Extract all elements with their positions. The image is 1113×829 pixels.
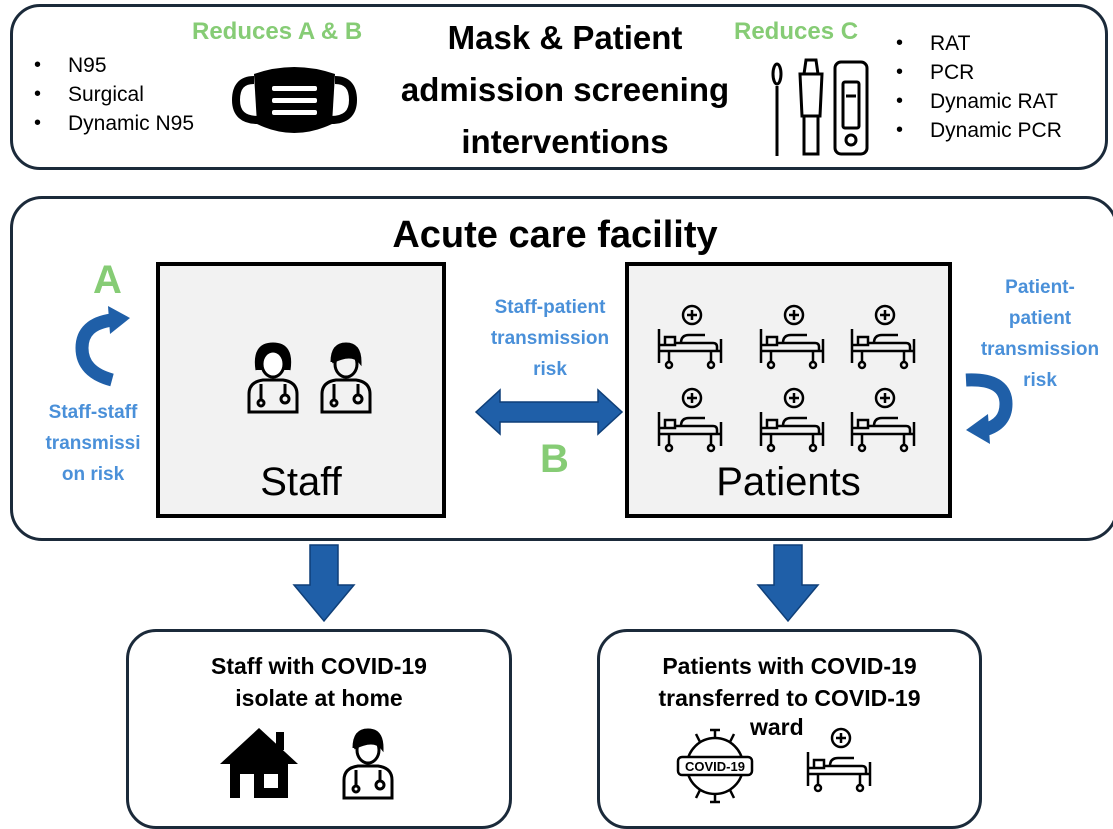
mask-type-item: Surgical <box>30 80 194 109</box>
interventions-title-line2: admission screening <box>400 71 730 108</box>
staff-staff-risk-label: Staff-staff transmissi on risk <box>28 397 158 490</box>
patients-outcome-line: Patients with COVID-19 <box>662 653 917 679</box>
staff-staff-risk-line: Staff-staff <box>48 402 138 423</box>
mask-type-list: N95 Surgical Dynamic N95 <box>30 51 194 138</box>
staff-label: Staff <box>260 460 342 504</box>
male-doctor-icon <box>320 342 372 414</box>
staff-outcome-line: Staff with COVID-19 <box>211 653 427 679</box>
patients-outcome-line: transferred to COVID-19 <box>658 685 921 711</box>
staff-down-arrow <box>292 544 356 623</box>
screening-type-item: Dynamic PCR <box>892 116 1062 145</box>
hospital-bed-icon <box>657 387 723 453</box>
patient-patient-risk-line: patient <box>1008 308 1072 329</box>
doctor-icon <box>342 728 394 800</box>
hospital-bed-icon <box>850 304 916 370</box>
patients-outcome-text: Patients with COVID-19 transferred to CO… <box>597 650 982 714</box>
facility-panel <box>10 196 1113 541</box>
label-b: B <box>540 437 569 481</box>
staff-staff-risk-line: on risk <box>61 464 125 485</box>
hospital-bed-icon <box>850 387 916 453</box>
staff-patient-risk-label: Staff-patient transmission risk <box>465 292 635 385</box>
patient-patient-risk-line: Patient- <box>1005 277 1075 298</box>
interventions-panel <box>10 4 1108 170</box>
screening-type-item: PCR <box>892 58 1062 87</box>
interventions-title: Mask & Patient admission screening inter… <box>355 12 775 168</box>
staff-staff-risk-line: transmissi <box>45 433 141 454</box>
screening-type-item: RAT <box>892 29 1062 58</box>
covid-virus-icon: COVID-19 <box>676 728 754 804</box>
patients-down-arrow <box>756 544 820 623</box>
staff-staff-loop-arrow <box>75 306 130 387</box>
interventions-title-line1: Mask & Patient <box>447 19 683 56</box>
patient-patient-risk-label: Patient- patient transmission risk <box>965 272 1113 396</box>
mask-reduces-heading: Reduces A & B <box>192 18 363 45</box>
mask-type-item: Dynamic N95 <box>30 109 194 138</box>
patients-outcome-line-ward: ward <box>750 714 804 740</box>
screening-type-item: Dynamic RAT <box>892 87 1062 116</box>
patient-patient-risk-line: risk <box>1023 370 1057 391</box>
screening-type-list: RAT PCR Dynamic RAT Dynamic PCR <box>892 29 1062 145</box>
covid-virus-label: COVID-19 <box>685 759 745 774</box>
hospital-bed-icon <box>759 304 825 370</box>
mask-type-item: N95 <box>30 51 194 80</box>
house-icon <box>220 728 298 798</box>
staff-box <box>156 262 446 518</box>
interventions-title-line3: interventions <box>461 123 669 160</box>
patients-label: Patients <box>716 460 861 504</box>
hospital-bed-icon <box>759 387 825 453</box>
staff-patient-double-arrow <box>474 388 624 436</box>
hospital-bed-icon <box>657 304 723 370</box>
facility-title: Acute care facility <box>392 214 718 256</box>
patient-patient-loop-arrow <box>965 373 1013 444</box>
staff-patient-risk-line: Staff-patient <box>494 297 606 318</box>
face-mask-icon <box>231 67 358 133</box>
rapid-test-icon <box>771 58 869 156</box>
female-doctor-icon <box>247 342 299 414</box>
staff-outcome-line: isolate at home <box>235 685 403 711</box>
hospital-bed-icon <box>806 727 872 793</box>
screen-reduces-heading: Reduces C <box>734 18 859 45</box>
staff-patient-risk-line: transmission <box>490 328 610 349</box>
staff-patient-risk-line: risk <box>533 359 567 380</box>
staff-outcome-text: Staff with COVID-19 isolate at home <box>126 650 512 714</box>
patient-patient-risk-line: transmission <box>980 339 1100 360</box>
label-a: A <box>93 258 122 302</box>
